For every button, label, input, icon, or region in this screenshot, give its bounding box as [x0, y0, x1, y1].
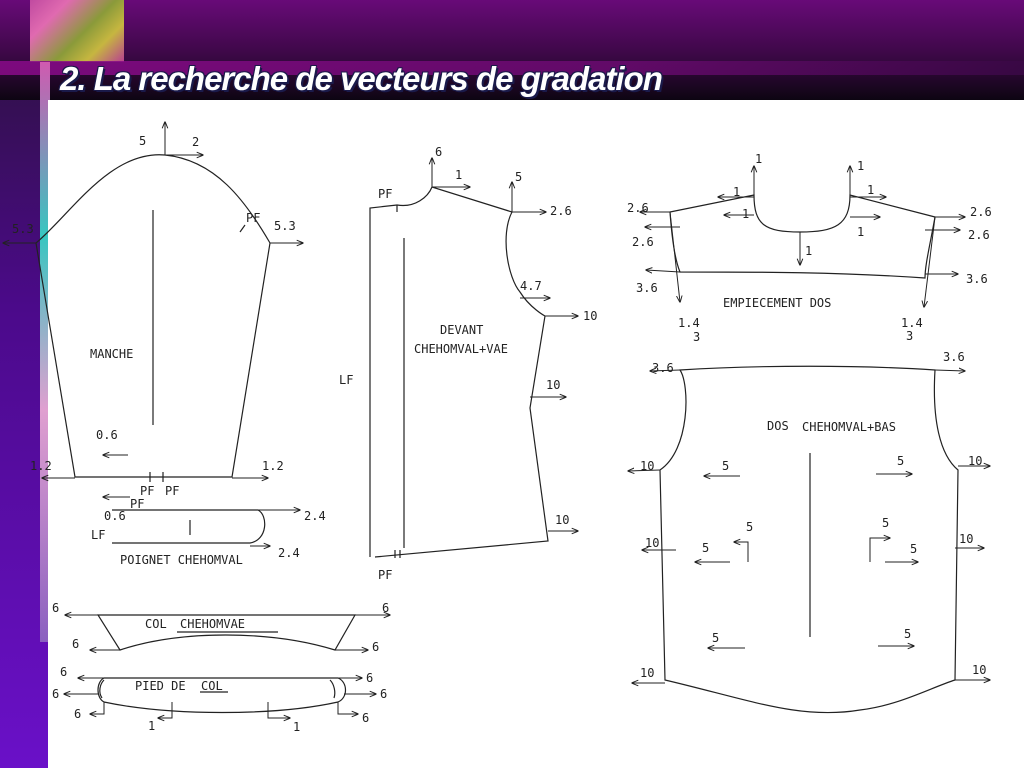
pied-de-col-outline — [97, 677, 347, 714]
gradation-value: 2.6 — [632, 235, 654, 249]
gradation-value: 10 — [555, 513, 569, 527]
title-stripe — [0, 61, 1024, 75]
gradation-value: 5 — [515, 170, 522, 184]
gradation-value: 1.2 — [30, 459, 52, 473]
pf-mark: PF — [378, 187, 392, 201]
gradation-value: 6 — [380, 687, 387, 701]
pied-de-col-label: PIED DE — [135, 679, 186, 693]
col-label: COL — [145, 617, 167, 631]
dos-outline — [659, 365, 959, 714]
gradation-value: 5 — [722, 459, 729, 473]
top-gradient-bar — [0, 0, 1024, 100]
gradation-value: 0.6 — [104, 509, 126, 523]
slide-title: 2. La recherche de vecteurs de gradation — [60, 60, 663, 97]
dos-label-b: CHEHOMVAL+BAS — [802, 420, 896, 434]
gradation-value: 3.6 — [943, 350, 965, 364]
gradation-value: 1 — [148, 719, 155, 733]
gradation-value: 2.6 — [627, 201, 649, 215]
gradation-value: 10 — [640, 459, 654, 473]
pf-mark: PF — [378, 568, 392, 582]
gradation-value: 6 — [382, 601, 389, 615]
pied-de-col-label-b: COL — [201, 679, 223, 693]
pf-mark: PF — [246, 211, 260, 225]
devant-outline — [369, 186, 549, 558]
poignet-label: POIGNET CHEHOMVAL — [120, 553, 243, 567]
gradation-value: 10 — [645, 536, 659, 550]
pf-mark: PF — [130, 497, 144, 511]
empiecement-outline — [669, 194, 936, 279]
gradation-value: 1 — [742, 207, 749, 221]
gradation-value: 1 — [455, 168, 462, 182]
gradation-value: 10 — [972, 663, 986, 677]
lf-mark: LF — [91, 528, 105, 542]
gradation-value: 5.3 — [274, 219, 296, 233]
dos-label: DOS — [767, 419, 789, 433]
gradation-value: 5 — [746, 520, 753, 534]
gradation-value: 5 — [139, 134, 146, 148]
gradation-value: 5 — [910, 542, 917, 556]
gradation-value: 6 — [372, 640, 379, 654]
gradation-value: 2.6 — [970, 205, 992, 219]
pf-mark: PF — [140, 484, 154, 498]
gradation-value: 10 — [583, 309, 597, 323]
gradation-value: 5 — [897, 454, 904, 468]
decorative-texture — [30, 0, 124, 62]
manche-label: MANCHE — [90, 347, 133, 361]
gradation-value: 6 — [435, 145, 442, 159]
gradation-value: 6 — [52, 601, 59, 615]
gradation-value: 0.6 — [96, 428, 118, 442]
gradation-value: 2.4 — [304, 509, 326, 523]
gradation-value: 1 — [755, 152, 762, 166]
gradation-value: 1 — [805, 244, 812, 258]
gradation-value: 3.6 — [966, 272, 988, 286]
gradation-value: 6 — [366, 671, 373, 685]
gradation-value: 6 — [72, 637, 79, 651]
gradation-value: 10 — [640, 666, 654, 680]
gradation-value: 1.2 — [262, 459, 284, 473]
col-label-b: CHEHOMVAE — [180, 617, 245, 631]
gradation-value: 2.6 — [550, 204, 572, 218]
gradation-value: 6 — [74, 707, 81, 721]
col-outline — [96, 614, 357, 651]
gradation-value: 1 — [867, 183, 874, 197]
gradation-value: 3.6 — [636, 281, 658, 295]
pf-mark: PF — [165, 484, 179, 498]
gradation-value: 5 — [904, 627, 911, 641]
gradation-value: 5 — [712, 631, 719, 645]
poignet-outline — [112, 509, 266, 544]
gradation-value: 2.6 — [968, 228, 990, 242]
gradation-value: 4.7 — [520, 279, 542, 293]
gradation-value: 10 — [959, 532, 973, 546]
gradation-arrows — [3, 122, 990, 718]
gradation-value: 1 — [857, 225, 864, 239]
gradation-value: 2.4 — [278, 546, 300, 560]
gradation-value: 2 — [192, 135, 199, 149]
empiecement-label: EMPIECEMENT DOS — [723, 296, 831, 310]
gradation-value: 10 — [968, 454, 982, 468]
gradation-value: 5.3 — [12, 222, 34, 236]
gradation-value: 10 — [546, 378, 560, 392]
decorative-texture-strip — [40, 62, 50, 642]
devant-label-b: CHEHOMVAL+VAE — [414, 342, 508, 356]
gradation-value: 5 — [882, 516, 889, 530]
gradation-value: 1.4 — [901, 316, 923, 330]
gradation-value: 1.4 — [678, 316, 700, 330]
gradation-value: 5 — [702, 541, 709, 555]
pattern-canvas — [48, 100, 1024, 768]
devant-label: DEVANT — [440, 323, 483, 337]
gradation-value: 6 — [52, 687, 59, 701]
gradation-value: 1 — [857, 159, 864, 173]
gradation-value: 3.6 — [652, 361, 674, 375]
gradation-value: 6 — [60, 665, 67, 679]
gradation-value: 3 — [906, 329, 913, 343]
gradation-value: 1 — [293, 720, 300, 734]
lf-mark: LF — [339, 373, 353, 387]
gradation-value: 1 — [733, 185, 740, 199]
gradation-value: 3 — [693, 330, 700, 344]
gradation-value: 6 — [362, 711, 369, 725]
